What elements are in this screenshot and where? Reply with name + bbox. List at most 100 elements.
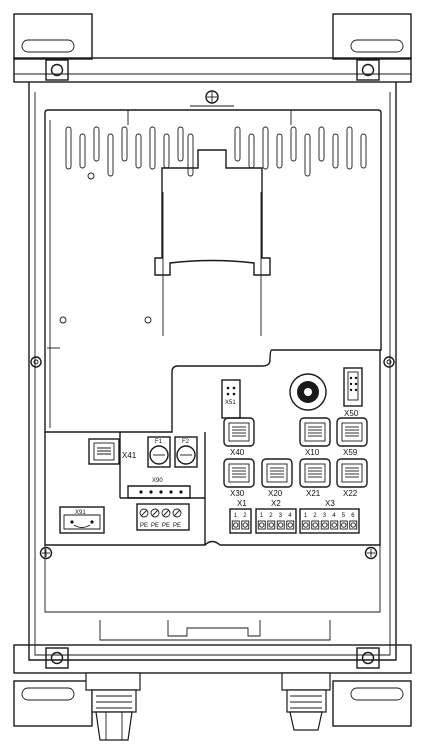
x40-rj-jack [223, 417, 255, 447]
vent-slot [107, 133, 114, 177]
x2-pin-label: 1 [260, 513, 264, 519]
vent-slot [135, 133, 142, 169]
terminal-screw [330, 520, 339, 530]
top-left-mounting-bracket [13, 13, 93, 60]
x2-label: X2 [271, 499, 281, 508]
vent-slot [360, 133, 367, 169]
housing-outline [28, 82, 397, 661]
x1-label: X1 [237, 499, 247, 508]
x40-label: X40 [230, 448, 245, 457]
vent-slot [177, 126, 184, 162]
screw-bottom-left [39, 546, 53, 560]
vent-slot [276, 133, 283, 169]
x21-rj-jack [299, 458, 331, 488]
vent-slot [121, 126, 128, 162]
pe-label: PE [151, 523, 159, 529]
x30-rj-jack [223, 458, 255, 488]
plate-hole [87, 172, 95, 180]
x51-label: X51 [225, 400, 236, 406]
vent-slot [262, 126, 269, 170]
x21-label: X21 [306, 489, 321, 498]
terminal-screw [276, 520, 285, 530]
terminal-screw [241, 520, 250, 530]
vent-slot [65, 126, 72, 170]
x41-label: X41 [122, 451, 137, 460]
inner-bottom-frame [44, 545, 381, 613]
x50-header [343, 367, 363, 407]
x3-pin-label: 6 [351, 513, 355, 519]
terminal-screw [286, 520, 295, 530]
x30-label: X30 [230, 489, 245, 498]
top-right-mounting-bracket [332, 13, 412, 60]
bottom-right-mounting-bracket [332, 680, 412, 727]
x3-pin-label: 2 [313, 513, 317, 519]
x20-label: X20 [268, 489, 283, 498]
vent-slot [234, 126, 241, 162]
top-center-screw [190, 90, 234, 107]
x2-pin-label: 3 [279, 513, 283, 519]
cable-gland-right [281, 672, 331, 731]
pe-terminal-block: PE PE PE PE [136, 503, 190, 531]
vent-slot [318, 126, 325, 162]
pe-label: PE [162, 523, 170, 529]
screw-top-left [45, 59, 69, 81]
vent-slot [93, 126, 100, 162]
x90-header [127, 485, 191, 499]
x50-label: X50 [344, 409, 359, 418]
x91-label: X91 [75, 510, 86, 516]
x59-rj-jack [336, 417, 368, 447]
left-pcb-board [44, 350, 381, 546]
cable-gland-left [85, 672, 141, 741]
vent-slot [304, 133, 311, 177]
terminal-screw [320, 520, 329, 530]
terminal-screw [311, 520, 320, 530]
x10-rj-jack [299, 417, 331, 447]
fuse-f2-label: F2 [182, 439, 190, 445]
fuse-f1-label: F1 [155, 439, 163, 445]
rj-jacks [223, 417, 368, 488]
x22-rj-jack [336, 458, 368, 488]
fuse-f2: F2 [174, 436, 198, 468]
plate-hole [144, 316, 152, 324]
ventilation-slots [65, 126, 367, 177]
screw-top-right [356, 59, 380, 81]
pe-label: PE [173, 523, 181, 529]
x51-header [221, 379, 241, 419]
rotary-knob [289, 373, 327, 411]
x59-label: X59 [343, 448, 358, 457]
x22-label: X22 [343, 489, 358, 498]
top-lid-strip [13, 57, 412, 83]
vent-slot [187, 133, 194, 177]
bottom-left-mounting-bracket [13, 680, 93, 727]
x41-rj-jack [88, 438, 120, 465]
slot-channel [162, 192, 262, 336]
fuse-f1: F1 [147, 436, 171, 468]
center-mounting-slot [154, 149, 271, 276]
x20-rj-jack [261, 458, 293, 488]
x2-pin-label: 4 [288, 513, 292, 519]
vent-slot [79, 133, 86, 169]
vent-slot [163, 133, 170, 169]
x90-label: X90 [152, 478, 163, 484]
vent-slot [290, 126, 297, 162]
vent-slot [346, 126, 353, 170]
plate-hole [59, 316, 67, 324]
x10-label: X10 [305, 448, 320, 457]
screw-side-right [383, 356, 395, 368]
x2-pin-label: 2 [269, 513, 273, 519]
terminal-screw [267, 520, 276, 530]
right-module-board: X51 X50 [221, 367, 363, 419]
terminal-screw [257, 520, 266, 530]
x3-pin-label: 1 [304, 513, 308, 519]
x3-pin-label: 3 [323, 513, 327, 519]
terminal-screw [339, 520, 348, 530]
screw-side-left [30, 356, 42, 368]
x3-pin-label: 4 [332, 513, 336, 519]
x1-pin-label: 2 [243, 513, 247, 519]
vent-slot [248, 133, 255, 169]
